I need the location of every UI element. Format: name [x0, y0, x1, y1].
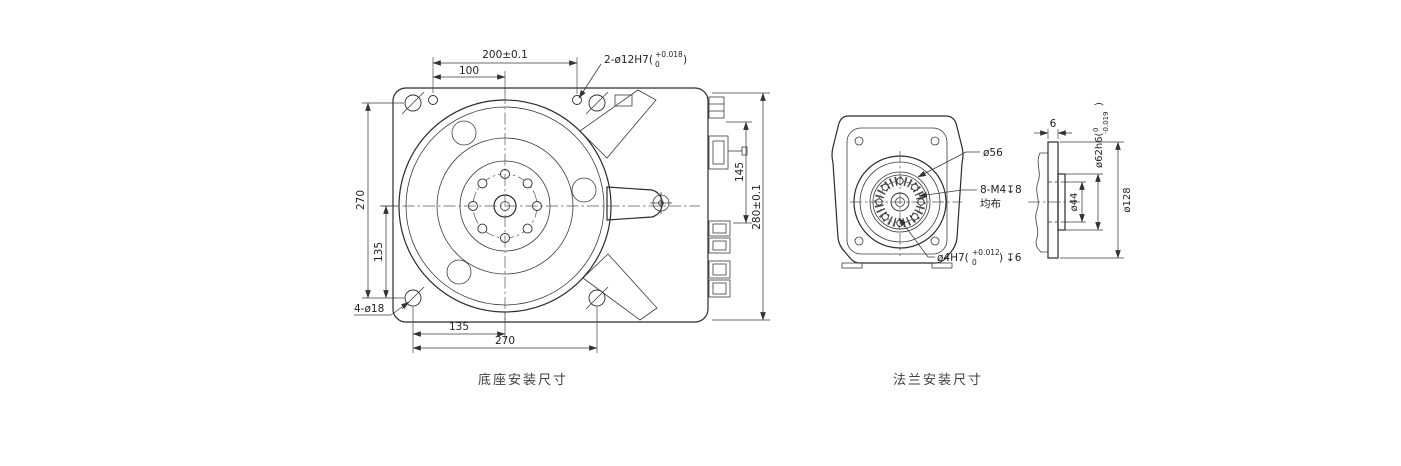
- housing-cover-seam: [846, 127, 948, 255]
- dowel-callout-prefix: 2-ø12H7(: [604, 54, 653, 66]
- dowel-callout-suffix: ): [683, 54, 687, 66]
- dim-circle-label: ø56: [983, 147, 1003, 159]
- base-bottom-dimensions: 135 270 4-ø18: [354, 301, 598, 353]
- dim-right-pin-label: 145: [734, 162, 746, 182]
- dim-right-pin-group: 145: [734, 162, 746, 182]
- pin-callout-depth: ↧6: [1006, 252, 1022, 264]
- base-bottom-right-rib: [582, 253, 658, 321]
- base-left-dimensions: 270 135: [355, 102, 404, 299]
- flange-face: [850, 151, 962, 256]
- m4-hole: [911, 183, 919, 191]
- cover-screw: [854, 136, 864, 146]
- base-body-outline: [392, 87, 709, 323]
- base-right-dimensions: 280±0.1 145: [712, 92, 770, 321]
- side-lever: [606, 186, 672, 221]
- leader-line: [918, 189, 963, 198]
- leader-line: [578, 63, 602, 99]
- connector-d: [708, 260, 731, 279]
- bolt-hole: [477, 178, 488, 189]
- dowel-hole: [428, 95, 438, 105]
- pin-callout-suffix: ): [999, 252, 1003, 264]
- connector-b: [708, 135, 729, 170]
- corner-hole-callout-label: 4-ø18: [354, 303, 384, 315]
- leader-line: [898, 217, 929, 258]
- flange-mounting-view: ø56 8-M4↧8 均布 ø4H7( +0.012 0 ) ↧6: [831, 102, 1133, 388]
- turntable: [382, 92, 700, 320]
- dowel-callout-upper: +0.018: [655, 50, 683, 59]
- bolt-hole: [522, 178, 533, 189]
- base-view-caption: 底座安装尺寸: [478, 372, 568, 388]
- leader-line: [390, 301, 410, 316]
- flange-view-caption: 法兰安装尺寸: [893, 373, 983, 388]
- pin-callout-upper: +0.012: [972, 248, 1000, 257]
- base-mounting-view: 200±0.1 100 2-ø12H7( +0.018 0 ) 270 135: [354, 49, 770, 388]
- lever-body: [606, 186, 663, 221]
- base-top-right-rib: [579, 89, 657, 159]
- tapped-callout-line1: 8-M4↧8: [980, 184, 1022, 196]
- dim-top-half-label: 100: [459, 65, 479, 77]
- connector-b-inner: [712, 140, 725, 165]
- base-top-plate: [614, 94, 633, 107]
- housing-outline: [831, 115, 964, 264]
- face-hole: [446, 259, 472, 285]
- cover-screw: [854, 236, 864, 246]
- boss-callout-prefix: ø62h6(: [1094, 132, 1105, 168]
- cover-screw: [930, 136, 940, 146]
- pin-callout-lower: 0: [972, 258, 977, 267]
- m4-hole: [911, 213, 919, 221]
- connector-c-inner: [712, 223, 727, 234]
- pin-callout-prefix: ø4H7(: [937, 252, 969, 264]
- connector-c2-inner: [712, 240, 727, 251]
- housing-foot: [841, 262, 863, 269]
- base-body: [392, 87, 709, 323]
- boss-callout-group: ø62h6( 0 -0.019 ): [1092, 102, 1110, 168]
- cover-screw: [930, 236, 940, 246]
- tapped-callout-line2: 均布: [980, 198, 1001, 210]
- bolt-hole: [522, 223, 533, 234]
- connector-c: [708, 220, 731, 237]
- face-hole: [571, 177, 597, 203]
- mount-hole-slash: [585, 286, 609, 310]
- dim-bottom-width-label: 270: [495, 335, 515, 347]
- face-hole: [451, 120, 477, 146]
- boss-callout-suffix: ): [1094, 102, 1105, 106]
- mount-hole-slash: [401, 91, 425, 115]
- connector-d-inner: [712, 263, 727, 276]
- wrist-housing: [831, 115, 964, 269]
- dim-left-half-group: 135: [373, 242, 385, 262]
- mount-hole-slash: [585, 91, 609, 115]
- connector-d2-inner: [712, 282, 727, 295]
- dim-left-height-group: 270: [355, 190, 367, 210]
- m4-hole: [881, 183, 889, 191]
- dim-thickness-label: 6: [1050, 118, 1057, 130]
- bolt-hole: [477, 223, 488, 234]
- dim-top-width-label: 200±0.1: [482, 49, 528, 61]
- connector-a: [708, 96, 725, 119]
- dim-right-height-group: 280±0.1: [751, 184, 763, 230]
- flange-callouts: ø56 8-M4↧8 均布 ø4H7( +0.012 0 ) ↧6: [898, 147, 1022, 267]
- dowel-callout-lower: 0: [655, 60, 660, 69]
- flange-side-dimensions: 6 ø62h6( 0 -0.019 ) ø44 ø128: [1034, 102, 1133, 259]
- dim-flange-group: ø128: [1122, 187, 1133, 212]
- dim-left-height-label: 270: [355, 190, 367, 210]
- leader-line: [917, 151, 967, 178]
- m4-hole: [881, 213, 889, 221]
- side-connectors: [708, 96, 748, 298]
- housing-foot: [931, 262, 953, 269]
- flange-plate-section: [1047, 141, 1059, 259]
- flange-side-profile: [1028, 141, 1080, 259]
- break-line: [1035, 152, 1048, 253]
- boss-callout-lower: -0.019: [1102, 111, 1110, 134]
- dim-flange-label: ø128: [1122, 187, 1133, 212]
- boss-callout-upper: 0: [1092, 128, 1100, 132]
- connector-d2: [708, 279, 731, 298]
- dim-recess-label: ø44: [1069, 193, 1080, 212]
- dim-bottom-half-label: 135: [449, 321, 469, 333]
- base-top-dimensions: 200±0.1 100 2-ø12H7( +0.018 0 ): [432, 49, 687, 99]
- connector-c2: [708, 237, 731, 254]
- dim-right-height-label: 280±0.1: [751, 184, 763, 230]
- dim-left-half-label: 135: [373, 242, 385, 262]
- dim-recess-group: ø44: [1069, 193, 1080, 212]
